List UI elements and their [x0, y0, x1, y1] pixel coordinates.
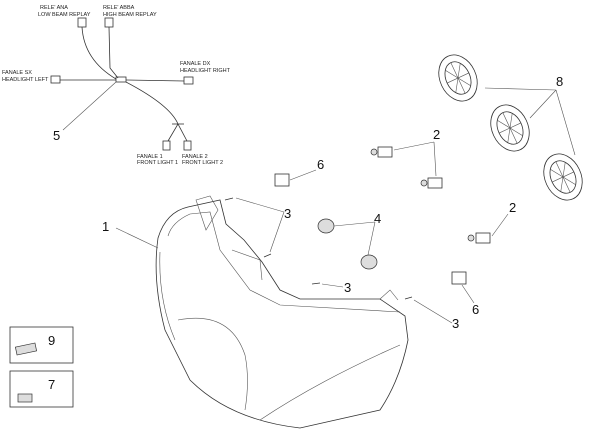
connector-front-light-2 — [183, 140, 192, 151]
high-beam-label-1: RELE' ABBA — [103, 5, 135, 11]
callout-3b: 3 — [344, 280, 351, 295]
clip-lower — [451, 271, 467, 285]
connector-low-beam — [77, 17, 87, 28]
front-light-1-label-2: FRONT LIGHT 1 — [137, 160, 178, 166]
front-light-1-label-1: FANALE 1 — [137, 154, 163, 160]
low-beam-label-1: RELE' ANA — [40, 5, 68, 11]
callout-2b: 2 — [509, 200, 516, 215]
callout-3a: 3 — [284, 206, 291, 221]
callout-9: 9 — [48, 333, 55, 348]
connector-headlight-right — [183, 76, 194, 85]
callout-1: 1 — [102, 219, 109, 234]
headlight-left-label-2: HEADLIGHT LEFT — [2, 77, 49, 83]
connector-high-beam — [104, 17, 114, 28]
headlight-right-label-2: HEADLIGHT RIGHT — [180, 68, 231, 74]
bulb-lower — [475, 232, 491, 244]
connector-front-light-1 — [162, 140, 171, 151]
clip-icon — [17, 393, 33, 403]
callout-7: 7 — [48, 377, 55, 392]
connector-headlight-left — [50, 75, 61, 84]
callout-6a: 6 — [317, 157, 324, 172]
grommet-upper — [317, 218, 335, 234]
bulb-middle — [427, 177, 443, 189]
headlight-assembly — [155, 195, 409, 429]
front-light-2-label-1: FANALE 2 — [182, 154, 208, 160]
clip-upper — [274, 173, 290, 187]
callout-2a: 2 — [433, 127, 440, 142]
front-light-2-label-2: FRONT LIGHT 2 — [182, 160, 223, 166]
screws — [224, 197, 413, 300]
callout-5: 5 — [53, 128, 60, 143]
grommet-lower — [360, 254, 378, 270]
pad-icon — [14, 342, 38, 356]
bulb-upper — [377, 146, 393, 158]
low-beam-label-2: LOW BEAM REPLAY — [38, 12, 91, 18]
headlight-left-label-1: FANALE SX — [2, 70, 32, 76]
callout-3c: 3 — [452, 316, 459, 331]
callout-8: 8 — [556, 74, 563, 89]
harness-junction — [115, 76, 127, 83]
high-beam-label-2: HIGH BEAM REPLAY — [103, 12, 157, 18]
callout-6b: 6 — [472, 302, 479, 317]
wiring-harness: RELE' ANA LOW BEAM REPLAY RELE' ABBA HIG… — [2, 5, 231, 166]
bulb-covers — [438, 54, 583, 201]
headlight-right-label-1: FANALE DX — [180, 61, 211, 67]
bulbs — [370, 141, 509, 244]
callout-4: 4 — [374, 211, 381, 226]
pad-box — [9, 326, 74, 364]
